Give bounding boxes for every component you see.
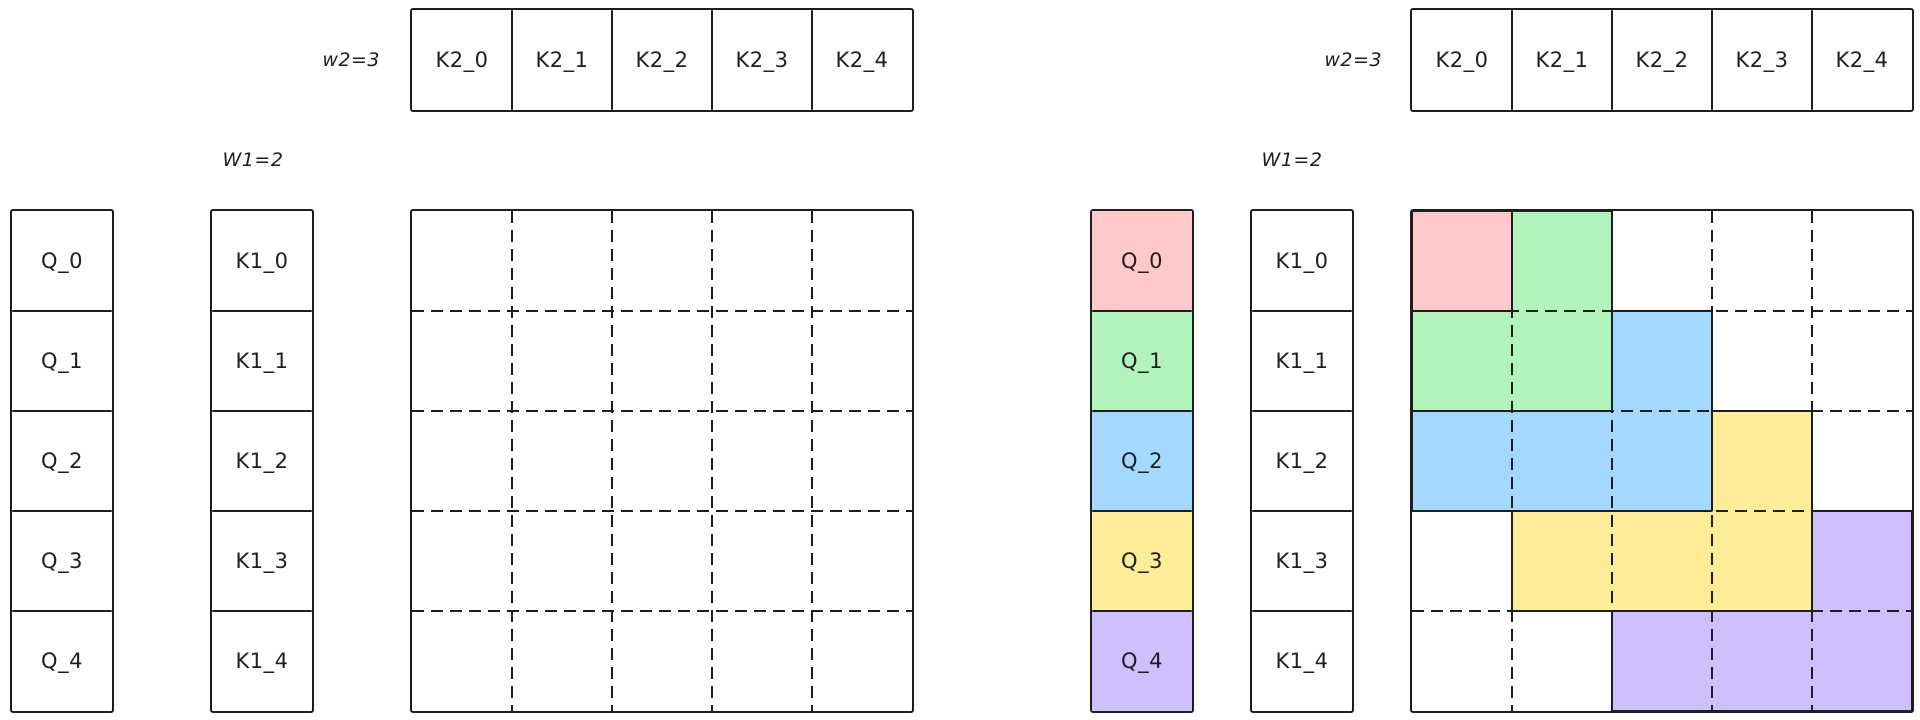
cell-separator (1092, 309, 1192, 313)
k2-cell: K2_3 (735, 48, 789, 72)
grid-dashed-line-v (710, 211, 714, 711)
cell-fill-pink (1092, 211, 1192, 311)
k1-cell: K1_3 (1275, 549, 1329, 573)
q-cell: Q_4 (1121, 649, 1163, 673)
w1-label-left: W1=2 (222, 149, 284, 171)
grid-dashed-line-v (1510, 211, 1514, 711)
grid-dashed-line-h (412, 609, 912, 613)
k2-cell: K2_4 (835, 48, 889, 72)
cell-separator (1710, 10, 1714, 110)
grid-dashed-line-h (1412, 609, 1912, 613)
k2-cell: K2_1 (1535, 48, 1589, 72)
q-cell: Q_1 (41, 349, 83, 373)
cell-separator (1252, 409, 1352, 413)
k2-cell: K2_1 (535, 48, 589, 72)
grid-dashed-line-v (810, 211, 814, 711)
k2-cell: K2_2 (1635, 48, 1689, 72)
grid-dashed-line-h (412, 409, 912, 413)
cell-separator (1252, 309, 1352, 313)
cell-separator (1092, 409, 1192, 413)
grid-dashed-line-v (1810, 211, 1814, 711)
grid-dashed-line-h (1412, 409, 1912, 413)
cell-separator (1092, 609, 1192, 613)
cell-separator (1510, 10, 1514, 110)
k1-cell: K1_4 (1275, 649, 1329, 673)
k2-cell: K2_3 (1735, 48, 1789, 72)
q-cell: Q_0 (1121, 249, 1163, 273)
grid-dashed-line-h (1412, 509, 1912, 513)
k1-cell: K1_4 (235, 649, 289, 673)
cell-separator (212, 609, 312, 613)
k1-cell: K1_3 (235, 549, 289, 573)
cell-separator (810, 10, 814, 110)
k1-cell: K1_2 (1275, 449, 1329, 473)
grid-dashed-line-v (610, 211, 614, 711)
cell-separator (12, 509, 112, 513)
cell-separator (1092, 509, 1192, 513)
k2-cell: K2_0 (435, 48, 489, 72)
attention-grid-right (1410, 209, 1914, 713)
grid-region-pink (1411, 210, 1513, 312)
w1-label-right: W1=2 (1261, 149, 1323, 171)
cell-fill-green (1092, 311, 1192, 411)
k1-cell: K1_0 (235, 249, 289, 273)
cell-separator (212, 409, 312, 413)
q-cell: Q_4 (41, 649, 83, 673)
cell-separator (510, 10, 514, 110)
cell-separator (12, 409, 112, 413)
grid-dashed-line-h (1412, 309, 1912, 313)
grid-dashed-line-h (412, 309, 912, 313)
grid-dashed-line-v (510, 211, 514, 711)
k2-row-right: K2_0 K2_1 K2_2 K2_3 K2_4 (1410, 8, 1914, 112)
cell-separator (212, 309, 312, 313)
k2-cell: K2_2 (635, 48, 689, 72)
k1-cell: K1_1 (1275, 349, 1329, 373)
q-cell: Q_2 (41, 449, 83, 473)
w2-label-right: w2=3 (1324, 49, 1382, 71)
cell-separator (12, 609, 112, 613)
cell-separator (212, 509, 312, 513)
cell-separator (1252, 509, 1352, 513)
cell-fill-blue (1092, 411, 1192, 511)
q-cell: Q_1 (1121, 349, 1163, 373)
cell-separator (1252, 609, 1352, 613)
k2-row-left: K2_0 K2_1 K2_2 K2_3 K2_4 (410, 8, 914, 112)
q-cell: Q_3 (1121, 549, 1163, 573)
grid-dashed-line-v (1610, 211, 1614, 711)
q-cell: Q_3 (41, 549, 83, 573)
cell-separator (710, 10, 714, 110)
k2-cell: K2_4 (1835, 48, 1889, 72)
k1-cell: K1_1 (235, 349, 289, 373)
q-cell: Q_2 (1121, 449, 1163, 473)
cell-separator (1810, 10, 1814, 110)
cell-separator (12, 309, 112, 313)
attention-grid-left (410, 209, 914, 713)
grid-dashed-line-v (1710, 211, 1714, 711)
cell-fill-yellow (1092, 511, 1192, 611)
k1-cell: K1_0 (1275, 249, 1329, 273)
grid-dashed-line-h (412, 509, 912, 513)
w2-label-left: w2=3 (322, 49, 380, 71)
q-cell: Q_0 (41, 249, 83, 273)
k1-cell: K1_2 (235, 449, 289, 473)
cell-separator (610, 10, 614, 110)
cell-separator (1610, 10, 1614, 110)
k2-cell: K2_0 (1435, 48, 1489, 72)
cell-fill-purple (1092, 611, 1192, 711)
